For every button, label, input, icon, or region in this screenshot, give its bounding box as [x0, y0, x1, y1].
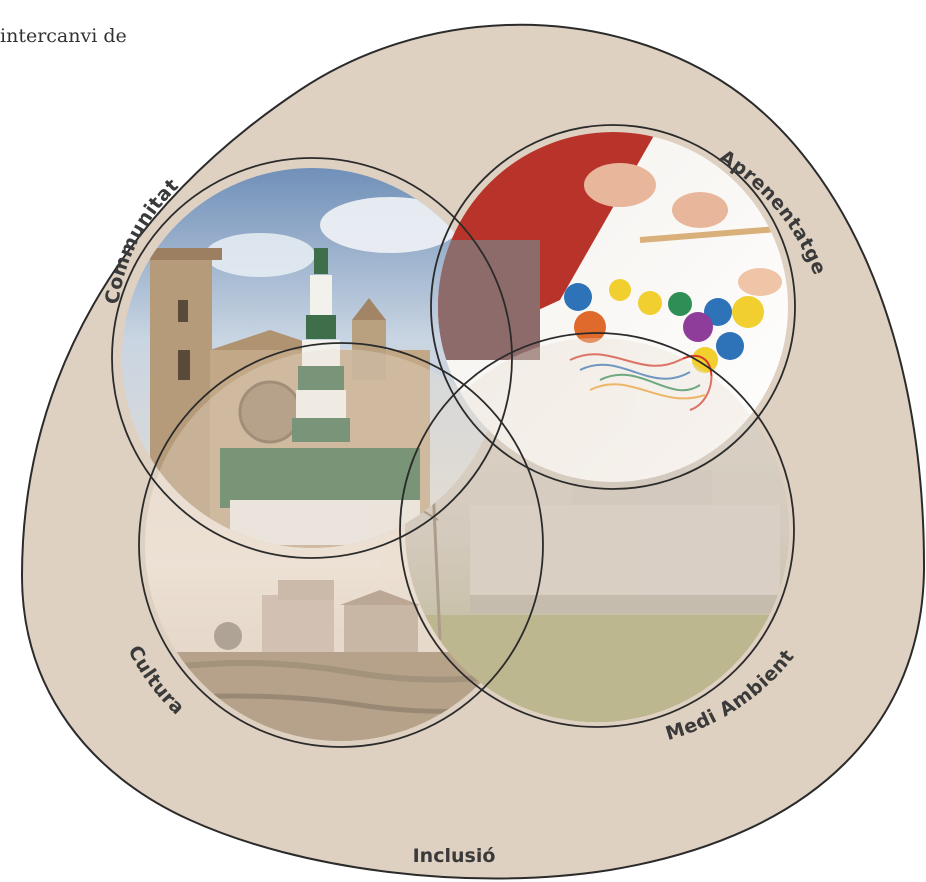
- intro-text-fragment: intercanvi de: [0, 25, 127, 47]
- inclusio-label: Inclusió: [413, 845, 496, 867]
- medi-ambient-circle-outline: [399, 332, 795, 728]
- comunitat-photo: [122, 168, 502, 548]
- aprenentatge-photo: [438, 132, 788, 482]
- overlap-wash: [145, 338, 789, 741]
- comunitat-circle-outline: [111, 157, 513, 559]
- aprenentatge-circle-outline: [430, 124, 796, 490]
- cultura-circle-outline: [138, 342, 544, 748]
